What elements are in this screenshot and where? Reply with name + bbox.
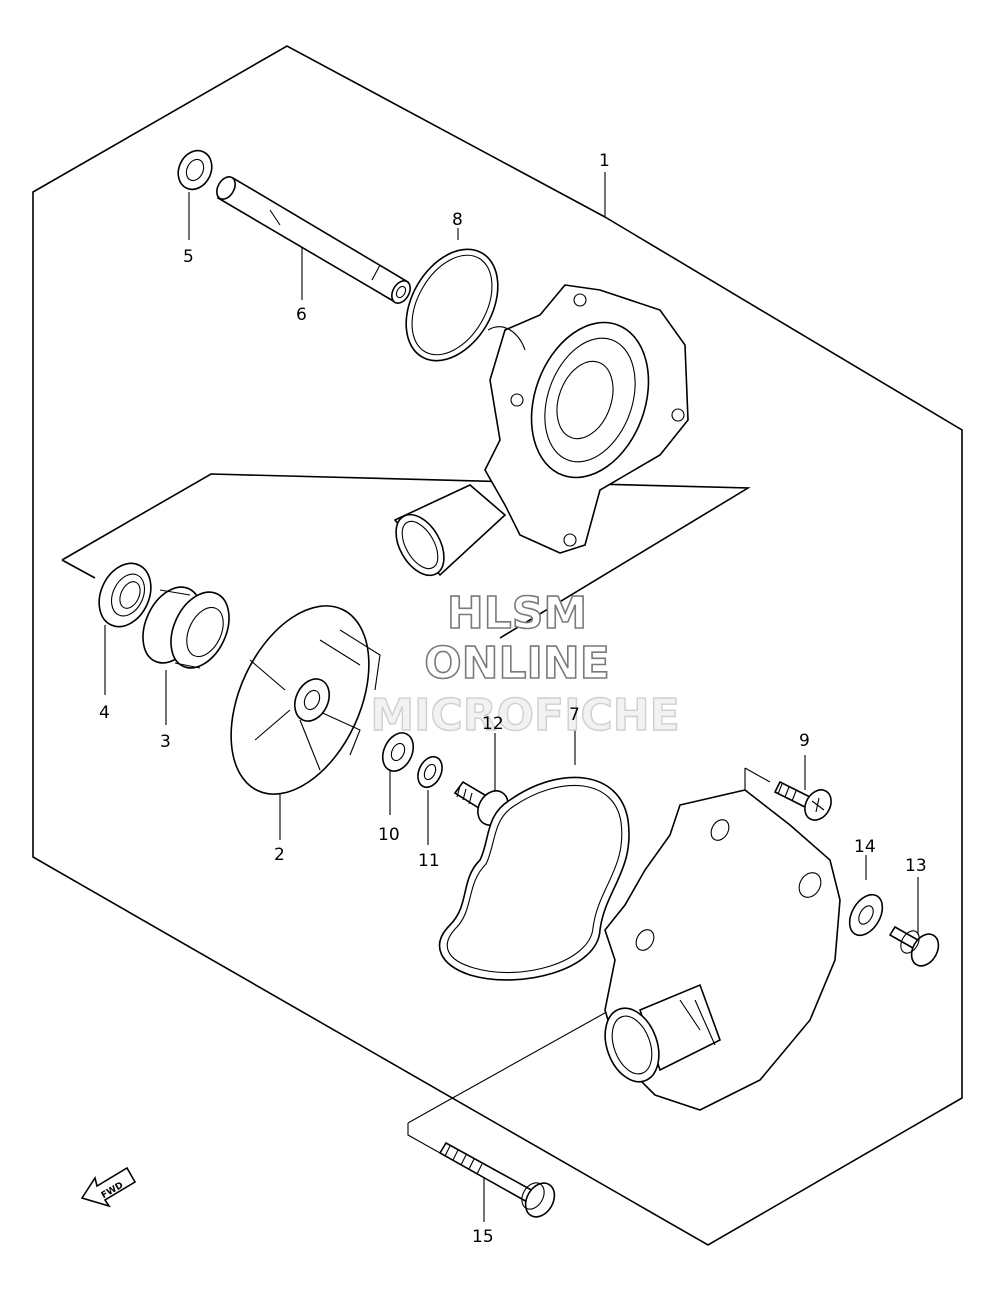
pump-body-part-1 xyxy=(393,284,689,577)
mechanical-seal-part-3 xyxy=(142,586,230,669)
callout-5: 5 xyxy=(183,247,194,267)
watermark-line1: HLSM xyxy=(447,588,587,639)
callout-7: 7 xyxy=(569,705,580,725)
impeller-part-2 xyxy=(230,605,381,795)
watermark: HLSM ONLINE MICROFICHE xyxy=(370,587,681,742)
bolt-part-15 xyxy=(438,1141,556,1218)
screw-part-9 xyxy=(773,780,832,821)
callout-6: 6 xyxy=(296,305,307,325)
o-ring-part-8 xyxy=(405,248,499,362)
bolt15-leader-top xyxy=(407,1104,441,1124)
callout-3: 3 xyxy=(160,732,171,752)
callout-9: 9 xyxy=(799,731,810,751)
callout-15: 15 xyxy=(472,1227,494,1247)
watermark-line3: MICROFICHE xyxy=(370,690,679,741)
washer-part-5 xyxy=(177,149,213,191)
callout-8: 8 xyxy=(452,210,463,230)
gasket-part-7 xyxy=(438,776,630,981)
callout-1: 1 xyxy=(599,151,610,171)
assembly-frame xyxy=(32,45,963,1246)
shaft-part-6 xyxy=(216,176,411,304)
fwd-arrow-icon: FWD xyxy=(80,1166,137,1208)
subgroup-bracket xyxy=(61,473,751,639)
washer-part-14 xyxy=(848,893,884,937)
washer-part-11 xyxy=(417,755,443,789)
subgroup-bracket-left xyxy=(61,559,96,579)
callout-13: 13 xyxy=(905,856,927,876)
cover-leader xyxy=(744,767,771,783)
callout-4: 4 xyxy=(99,703,110,723)
callout-10: 10 xyxy=(378,825,400,845)
callout-14: 14 xyxy=(854,837,876,857)
callout-12: 12 xyxy=(482,714,504,734)
callout-11: 11 xyxy=(418,851,440,871)
callout-2: 2 xyxy=(274,845,285,865)
oil-seal-part-4 xyxy=(98,562,152,628)
pump-cover xyxy=(604,789,841,1111)
bolt-part-13 xyxy=(888,925,940,967)
washer-part-10 xyxy=(381,732,415,772)
watermark-line2: ONLINE xyxy=(424,638,610,689)
bolt15-bracket xyxy=(407,1123,441,1154)
